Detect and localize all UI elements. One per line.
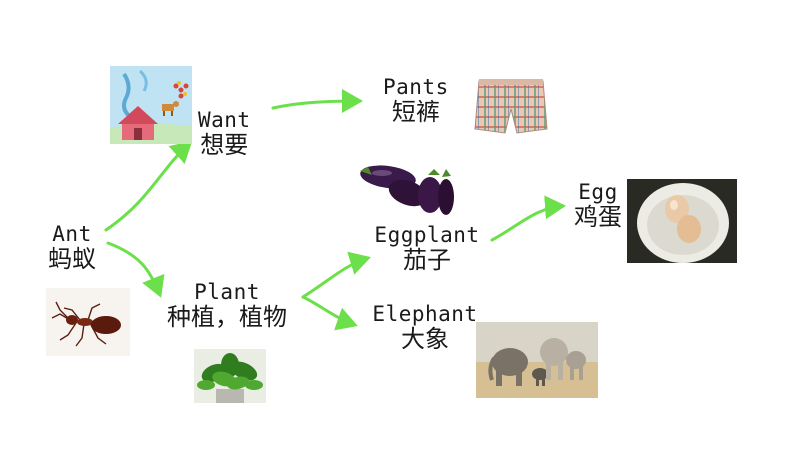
eggplant-en-label: Eggplant <box>374 223 480 247</box>
pants-picture <box>471 73 551 139</box>
ant-en-label: Ant <box>52 222 92 246</box>
egg-picture <box>627 179 737 263</box>
want-picture <box>110 66 192 144</box>
arrow-eggplant-to-egg <box>490 195 566 242</box>
plant-picture <box>194 349 266 403</box>
ant-zh-label: 蚂蚁 <box>48 245 96 274</box>
node-ant: Ant 蚂蚁 <box>48 222 96 274</box>
ant-picture <box>46 288 130 356</box>
arrow-ant-to-plant <box>106 241 165 298</box>
plant-en-label: Plant <box>194 280 260 304</box>
egg-zh-label: 鸡蛋 <box>574 203 622 232</box>
node-egg: Egg 鸡蛋 <box>574 180 622 232</box>
node-want: Want 想要 <box>198 108 251 160</box>
node-plant: Plant 种植，植物 <box>162 280 292 332</box>
eggplant-zh-label: 茄子 <box>403 246 451 275</box>
pants-zh-label: 短裤 <box>391 98 440 127</box>
node-elephant: Elephant 大象 <box>370 302 480 354</box>
elephant-zh-label: 大象 <box>401 325 449 354</box>
egg-en-label: Egg <box>578 180 618 204</box>
arrow-plant-to-elephant <box>301 295 358 331</box>
node-eggplant: Eggplant 茄子 <box>372 223 482 275</box>
arrow-plant-to-eggplant <box>301 251 371 299</box>
node-pants: Pants 短裤 <box>383 75 449 127</box>
want-en-label: Want <box>198 108 251 132</box>
elephant-picture <box>476 322 598 398</box>
arrow-want-to-pants <box>271 89 363 114</box>
eggplant-picture <box>354 153 462 221</box>
arrow-ant-to-want <box>104 140 193 232</box>
want-zh-label: 想要 <box>200 131 249 160</box>
pants-en-label: Pants <box>383 75 449 99</box>
plant-zh-label: 种植，植物 <box>167 303 287 332</box>
elephant-en-label: Elephant <box>372 302 478 326</box>
